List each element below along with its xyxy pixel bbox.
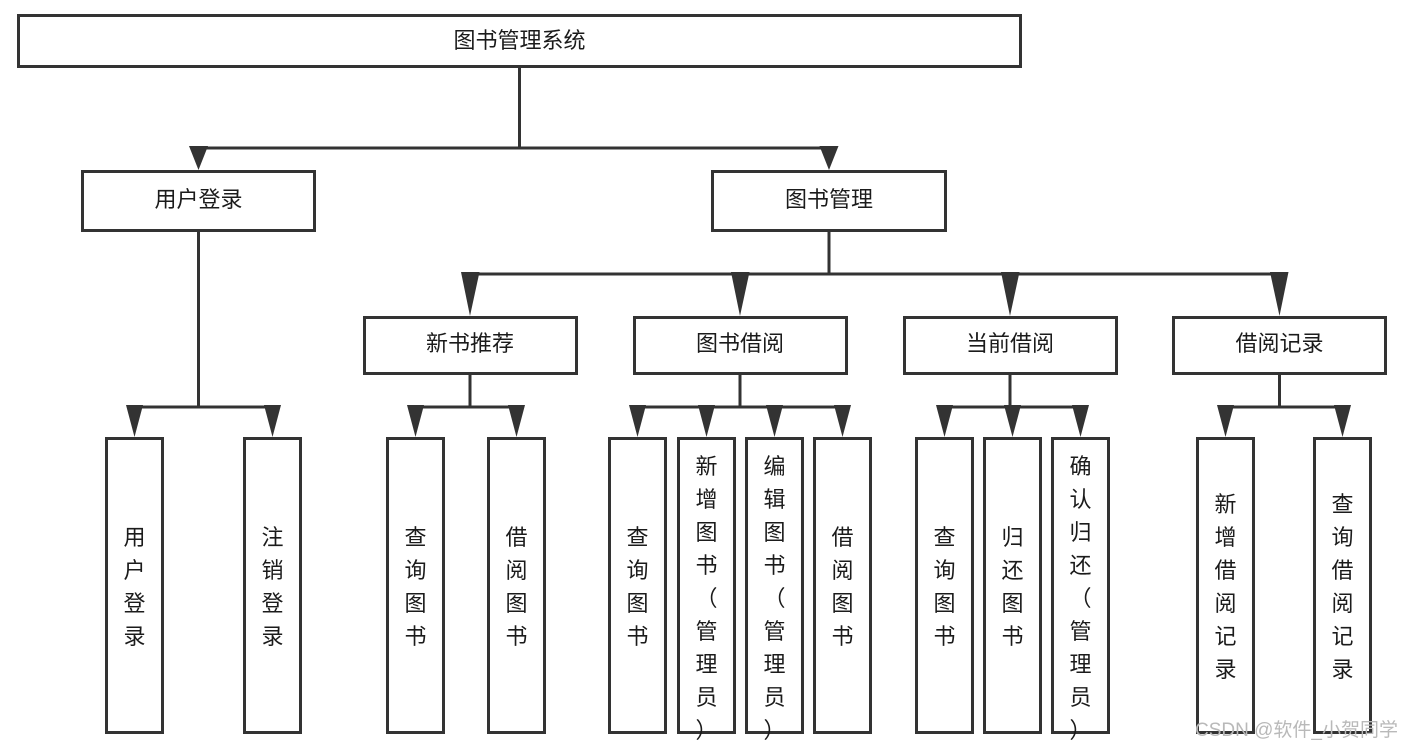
node-leaf-bb-add-box[interactable] [677,437,736,734]
node-user-login-box[interactable] [81,170,316,232]
arrow-head-leaf-user-login [126,405,143,437]
node-leaf-bb-edit-label: 编辑图书（管理员） [763,454,785,743]
node-leaf-br-add-label: 新增借阅记录 [1214,492,1236,682]
arrow-head-leaf-cb-confirm [1072,405,1089,437]
node-leaf-cb-return-box[interactable] [983,437,1042,734]
node-leaf-cb-return-label: 归还图书 [1001,525,1023,649]
node-root-box[interactable] [17,14,1022,68]
arrow-head-leaf-bb-edit [766,405,783,437]
node-leaf-cb-confirm-box[interactable] [1051,437,1110,734]
arrow-head-leaf-bb-borrow [834,405,851,437]
node-leaf-cb-query-label: 查询图书 [933,525,955,649]
node-leaf-user-logout[interactable]: 注销登录 [243,437,302,734]
node-leaf-user-login-label: 用户登录 [123,525,145,649]
node-leaf-rec-query[interactable]: 查询图书 [386,437,445,734]
arrow-head-leaf-rec-borrow [508,405,525,437]
node-leaf-user-logout-label: 注销登录 [261,525,283,649]
node-leaf-bb-query-box[interactable] [608,437,667,734]
node-user-login[interactable]: 用户登录 [81,170,316,232]
node-leaf-cb-query-box[interactable] [915,437,974,734]
node-leaf-bb-add-label: 新增图书（管理员） [695,454,717,743]
node-book-borrow[interactable]: 图书借阅 [633,316,848,375]
csdn-watermark: CSDN @软件_小贺同学 [1195,719,1398,741]
node-leaf-bb-edit[interactable]: 编辑图书（管理员） [745,437,804,744]
node-leaf-cb-confirm[interactable]: 确认归还（管理员） [1051,437,1110,744]
node-leaf-bb-edit-box[interactable] [745,437,804,734]
node-leaf-br-add[interactable]: 新增借阅记录 [1196,437,1255,734]
node-book-manage[interactable]: 图书管理 [711,170,947,232]
node-user-login-label: 用户登录 [154,187,242,212]
node-leaf-rec-borrow-label: 借阅图书 [505,525,527,649]
node-borrow-record-box[interactable] [1172,316,1387,375]
connector-layer [126,68,1351,437]
arrow-head-leaf-br-add [1217,405,1234,437]
node-leaf-br-query-box[interactable] [1313,437,1372,734]
node-borrow-record-label: 借阅记录 [1235,331,1323,356]
arrow-head-new-book-rec [461,272,480,316]
node-leaf-user-logout-box[interactable] [243,437,302,734]
arrow-head-leaf-cb-query [936,405,953,437]
node-leaf-rec-borrow-box[interactable] [487,437,546,734]
node-book-manage-box[interactable] [711,170,947,232]
node-new-book-rec-box[interactable] [363,316,578,375]
arrow-head-leaf-user-logout [264,405,281,437]
node-new-book-rec[interactable]: 新书推荐 [363,316,578,375]
node-current-borrow-label: 当前借阅 [966,331,1054,356]
arrow-head-user-login [189,146,208,170]
node-current-borrow-box[interactable] [903,316,1118,375]
arrow-head-book-borrow [731,272,750,316]
node-leaf-cb-confirm-label: 确认归还（管理员） [1069,454,1091,743]
node-leaf-rec-borrow[interactable]: 借阅图书 [487,437,546,734]
node-leaf-br-add-box[interactable] [1196,437,1255,734]
node-leaf-br-query-label: 查询借阅记录 [1331,492,1353,682]
node-borrow-record[interactable]: 借阅记录 [1172,316,1387,375]
node-current-borrow[interactable]: 当前借阅 [903,316,1118,375]
arrow-head-leaf-br-query [1334,405,1351,437]
node-leaf-cb-return[interactable]: 归还图书 [983,437,1042,734]
node-leaf-bb-query-label: 查询图书 [626,525,648,649]
node-leaf-user-login[interactable]: 用户登录 [105,437,164,734]
arrow-head-borrow-record [1270,272,1289,316]
node-leaf-rec-query-label: 查询图书 [404,525,426,649]
node-leaf-bb-add[interactable]: 新增图书（管理员） [677,437,736,744]
arrow-head-leaf-bb-query [629,405,646,437]
arrow-head-current-borrow [1001,272,1020,316]
arrow-head-leaf-rec-query [407,405,424,437]
node-leaf-cb-query[interactable]: 查询图书 [915,437,974,734]
node-book-manage-label: 图书管理 [785,187,873,212]
node-leaf-bb-borrow-label: 借阅图书 [831,525,853,649]
node-book-borrow-label: 图书借阅 [696,331,784,356]
node-leaf-user-login-box[interactable] [105,437,164,734]
node-root[interactable]: 图书管理系统 [17,14,1022,68]
arrow-head-book-manage [819,146,839,170]
arrow-head-leaf-bb-add [698,405,715,437]
node-new-book-rec-label: 新书推荐 [426,331,514,356]
node-leaf-br-query[interactable]: 查询借阅记录 [1313,437,1372,734]
node-leaf-bb-query[interactable]: 查询图书 [608,437,667,734]
arrow-head-leaf-cb-return [1004,405,1021,437]
node-book-borrow-box[interactable] [633,316,848,375]
node-leaf-bb-borrow-box[interactable] [813,437,872,734]
node-leaf-bb-borrow[interactable]: 借阅图书 [813,437,872,734]
node-root-label: 图书管理系统 [453,28,585,53]
node-leaf-rec-query-box[interactable] [386,437,445,734]
